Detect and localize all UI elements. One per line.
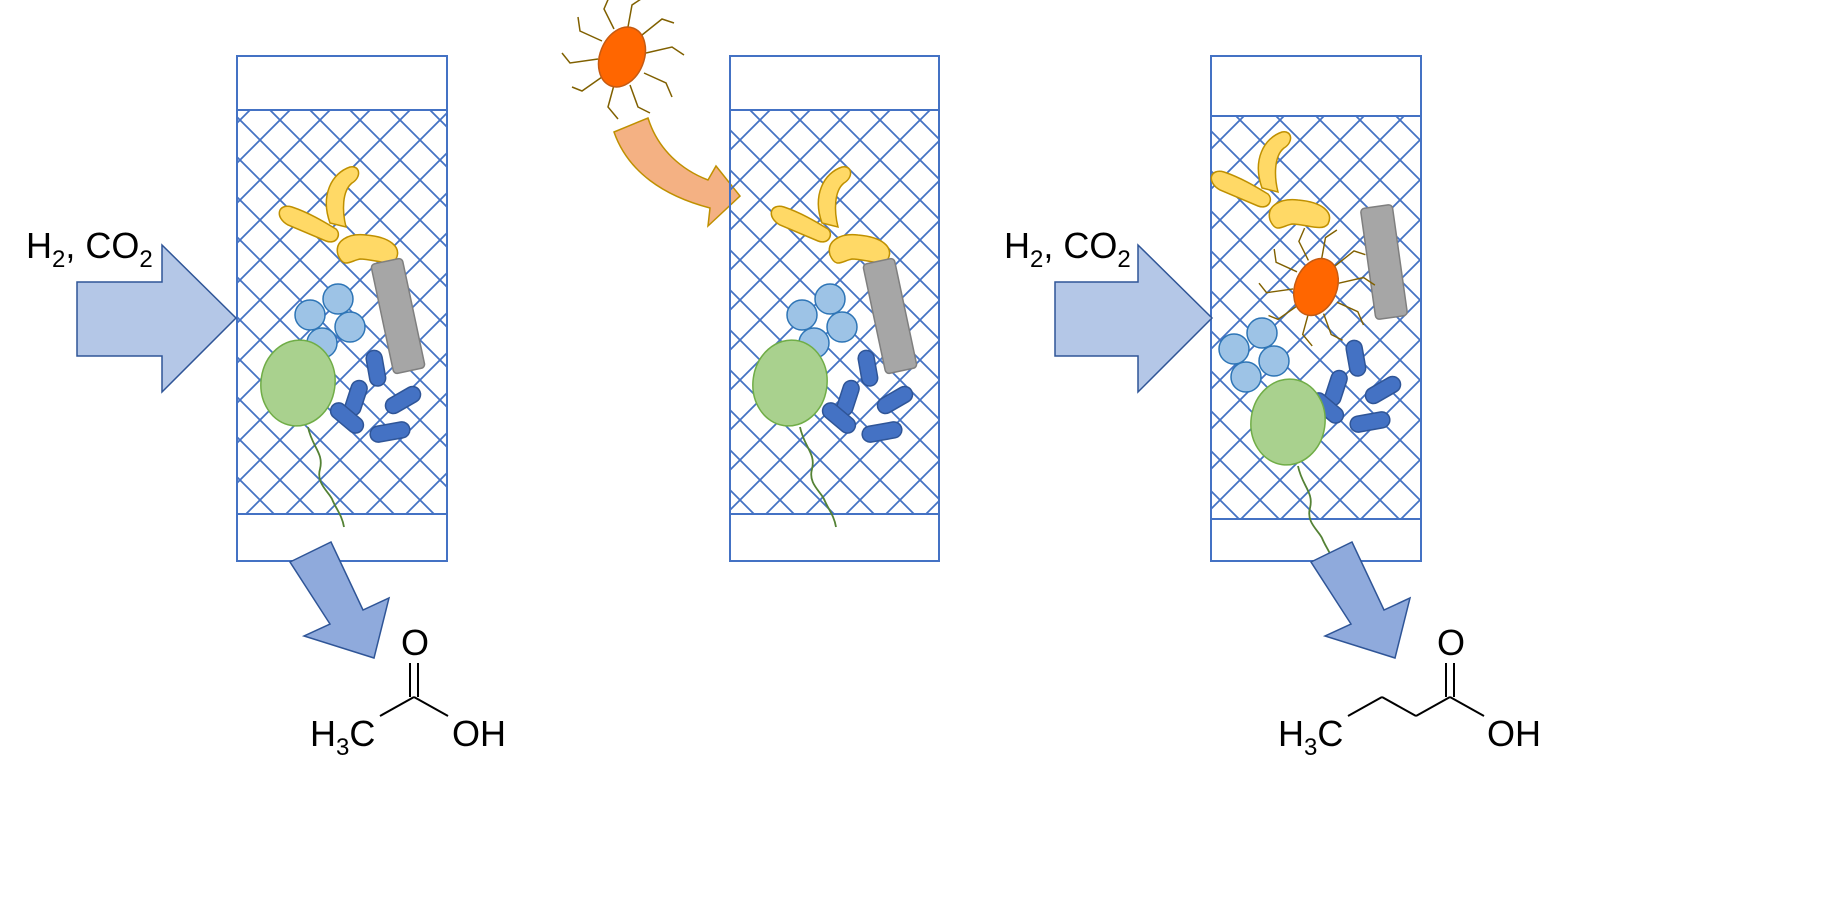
acetate-hydroxyl: OH <box>452 713 506 754</box>
reactor-1-vessel <box>236 55 448 562</box>
inoculation-arrow <box>613 116 742 228</box>
feed-label-2: H2, CO2 <box>1004 225 1131 273</box>
feed-arrow-2 <box>1054 243 1214 394</box>
acetic-acid-structure: O H3C OH <box>310 622 506 761</box>
reactor-2 <box>729 55 940 562</box>
feed-arrow-1 <box>76 243 238 394</box>
orange-microbe-inoculum <box>561 0 685 120</box>
acetate-carbonyl-oxygen: O <box>401 622 429 663</box>
reactor-1 <box>236 55 448 562</box>
feed-label-1: H2, CO2 <box>26 225 153 273</box>
reactor-2-vessel <box>729 55 940 562</box>
acetate-methyl-group: H3C <box>310 713 375 761</box>
reactor-3 <box>1210 55 1422 567</box>
butyrate-hydroxyl: OH <box>1487 713 1541 754</box>
butyrate-methyl-group: H3C <box>1278 713 1343 761</box>
butyrate-carbonyl-oxygen: O <box>1437 622 1465 663</box>
output-arrow-1 <box>288 540 391 659</box>
butyric-acid-structure: O H3C OH <box>1278 622 1541 761</box>
output-arrow-2 <box>1309 540 1412 659</box>
